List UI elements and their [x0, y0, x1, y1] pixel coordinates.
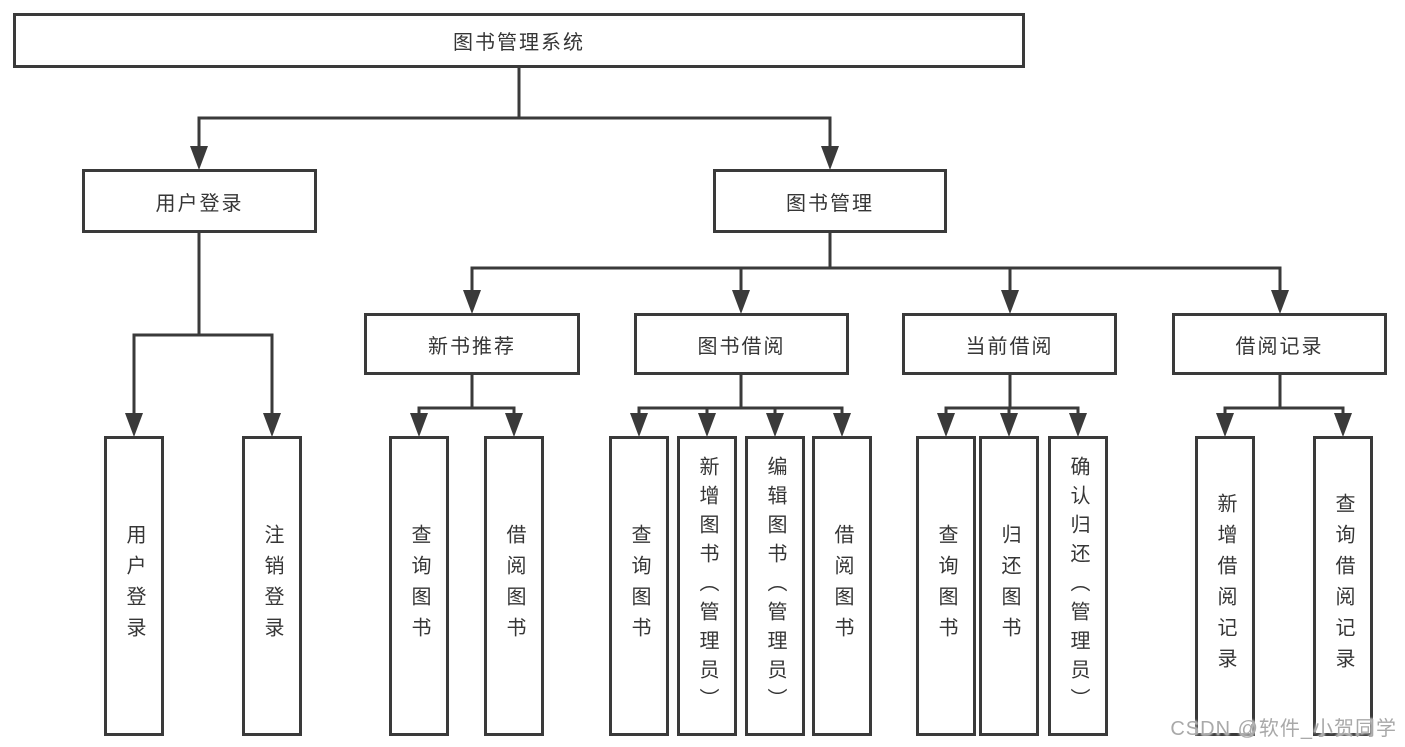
node-leaf-confirm-return-admin: 确认归还（管理员）	[1048, 436, 1108, 736]
node-leaf-query-books-1: 查询图书	[389, 436, 449, 736]
node-leaf-edit-book-admin: 编辑图书（管理员）	[745, 436, 805, 736]
node-book-borrow: 图书借阅	[634, 313, 849, 375]
node-leaf-borrow-books-2-label: 借阅图书	[831, 524, 853, 648]
node-book-management-label: 图书管理	[786, 192, 874, 215]
node-borrow-records: 借阅记录	[1172, 313, 1387, 375]
node-leaf-edit-book-admin-label: 编辑图书（管理员）	[764, 455, 786, 717]
node-root: 图书管理系统	[13, 13, 1025, 68]
node-leaf-query-books-3-label: 查询图书	[935, 524, 957, 648]
node-leaf-borrow-books-1-label: 借阅图书	[503, 524, 525, 648]
node-leaf-query-books-1-label: 查询图书	[408, 524, 430, 648]
node-current-borrow: 当前借阅	[902, 313, 1117, 375]
node-borrow-records-label: 借阅记录	[1235, 335, 1324, 358]
node-leaf-add-borrow-record-label: 新增借阅记录	[1214, 493, 1236, 679]
node-leaf-return-book-label: 归还图书	[998, 524, 1020, 648]
node-leaf-query-borrow-record-label: 查询借阅记录	[1332, 493, 1354, 679]
node-leaf-query-borrow-record: 查询借阅记录	[1313, 436, 1373, 736]
node-leaf-query-books-2-label: 查询图书	[628, 524, 650, 648]
node-leaf-add-book-admin-label: 新增图书（管理员）	[696, 455, 718, 717]
node-new-book-recommend-label: 新书推荐	[428, 335, 516, 358]
node-leaf-user-login-label: 用户登录	[123, 524, 145, 648]
node-new-book-recommend: 新书推荐	[364, 313, 580, 375]
node-leaf-add-book-admin: 新增图书（管理员）	[677, 436, 737, 736]
node-current-borrow-label: 当前借阅	[965, 335, 1054, 358]
node-leaf-add-borrow-record: 新增借阅记录	[1195, 436, 1255, 736]
node-leaf-confirm-return-admin-label: 确认归还（管理员）	[1067, 455, 1089, 717]
node-leaf-query-books-3: 查询图书	[916, 436, 976, 736]
node-leaf-logout: 注销登录	[242, 436, 302, 736]
node-root-label: 图书管理系统	[453, 32, 585, 54]
node-user-login: 用户登录	[82, 169, 317, 233]
node-leaf-user-login: 用户登录	[104, 436, 164, 736]
node-user-login-label: 用户登录	[155, 192, 244, 215]
node-book-borrow-label: 图书借阅	[697, 335, 786, 358]
node-leaf-borrow-books-2: 借阅图书	[812, 436, 872, 736]
node-leaf-return-book: 归还图书	[979, 436, 1039, 736]
node-leaf-borrow-books-1: 借阅图书	[484, 436, 544, 736]
node-leaf-logout-label: 注销登录	[261, 524, 283, 648]
csdn-watermark: CSDN @软件_小贺同学	[1170, 718, 1397, 740]
node-book-management: 图书管理	[713, 169, 947, 233]
node-leaf-query-books-2: 查询图书	[609, 436, 669, 736]
